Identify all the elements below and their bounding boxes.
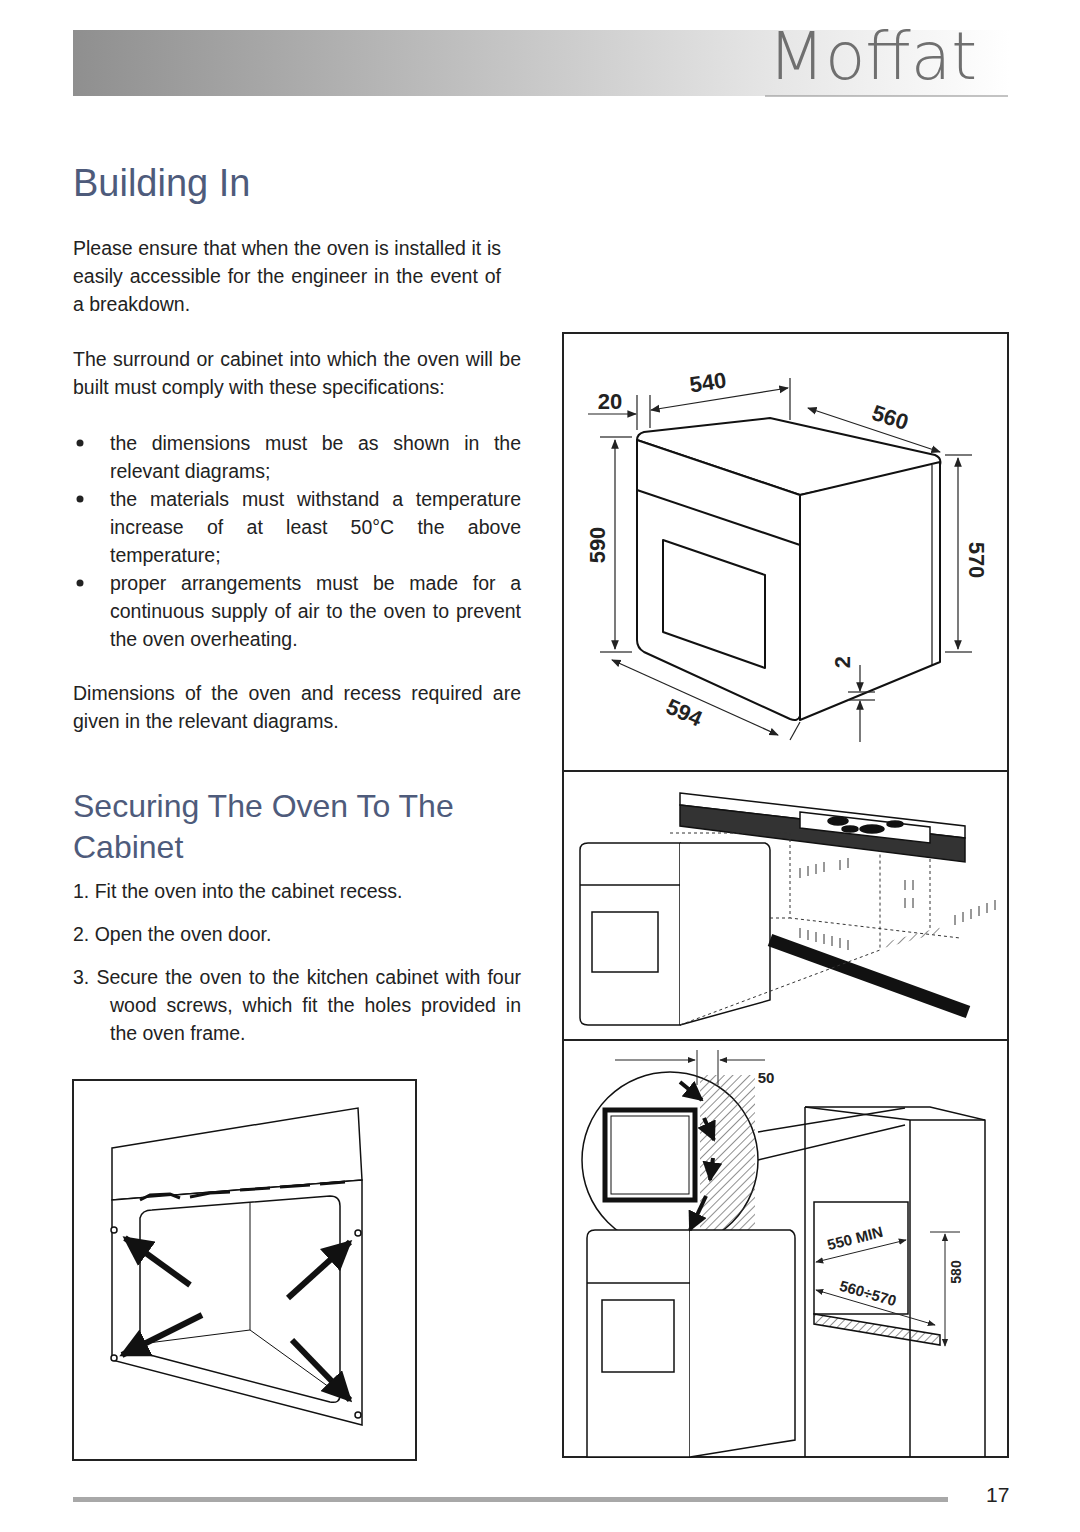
dimension-lines <box>588 378 972 742</box>
dimension: 570 <box>965 540 987 581</box>
bullet <box>77 496 84 503</box>
page-number: 17 <box>986 1483 1009 1507</box>
logo-rule <box>765 96 1008 97</box>
airflow-arrows <box>680 1082 714 1230</box>
step-text: 2. Open the oven door. <box>73 920 521 948</box>
body-text: Please ensure that when the oven is inst… <box>73 234 501 318</box>
dimension: 590 <box>587 525 609 566</box>
bullet <box>77 440 84 447</box>
body-text: The surround or cabinet into which the o… <box>73 345 521 401</box>
dimension: 540 <box>686 369 729 396</box>
footer-rule <box>73 1497 948 1502</box>
dimension: 50 <box>756 1070 777 1085</box>
dimension: 2 <box>832 654 854 670</box>
figure-frame <box>73 333 1008 1460</box>
section-heading: Securing The Oven To The Cabinet <box>73 786 513 868</box>
oven-cavity-drawing <box>111 1108 362 1425</box>
dimension: 580 <box>949 1258 963 1285</box>
bullet-text: the materials must withstand a temperatu… <box>110 485 521 569</box>
body-text: Dimensions of the oven and recess requir… <box>73 679 521 735</box>
vent-marks <box>800 858 995 950</box>
dimension: 20 <box>596 391 624 413</box>
page-title: Building In <box>73 162 250 205</box>
bullet-text: the dimensions must be as shown in the r… <box>110 429 521 485</box>
ventilation-drawing <box>582 1072 985 1457</box>
cabinet-drawing <box>580 793 968 1025</box>
bullet-text: proper arrangements must be made for a c… <box>110 569 521 653</box>
bullet <box>77 580 84 587</box>
oven-drawing <box>637 418 940 720</box>
step-text: 3. Secure the oven to the kitchen cabine… <box>73 963 521 1047</box>
brand-logo: Moffat <box>768 18 977 95</box>
recess-outline <box>670 833 960 1025</box>
step-text: 1. Fit the oven into the cabinet recess. <box>73 877 521 905</box>
screw-arrows <box>122 1238 350 1400</box>
dimension-lines <box>615 1050 960 1346</box>
